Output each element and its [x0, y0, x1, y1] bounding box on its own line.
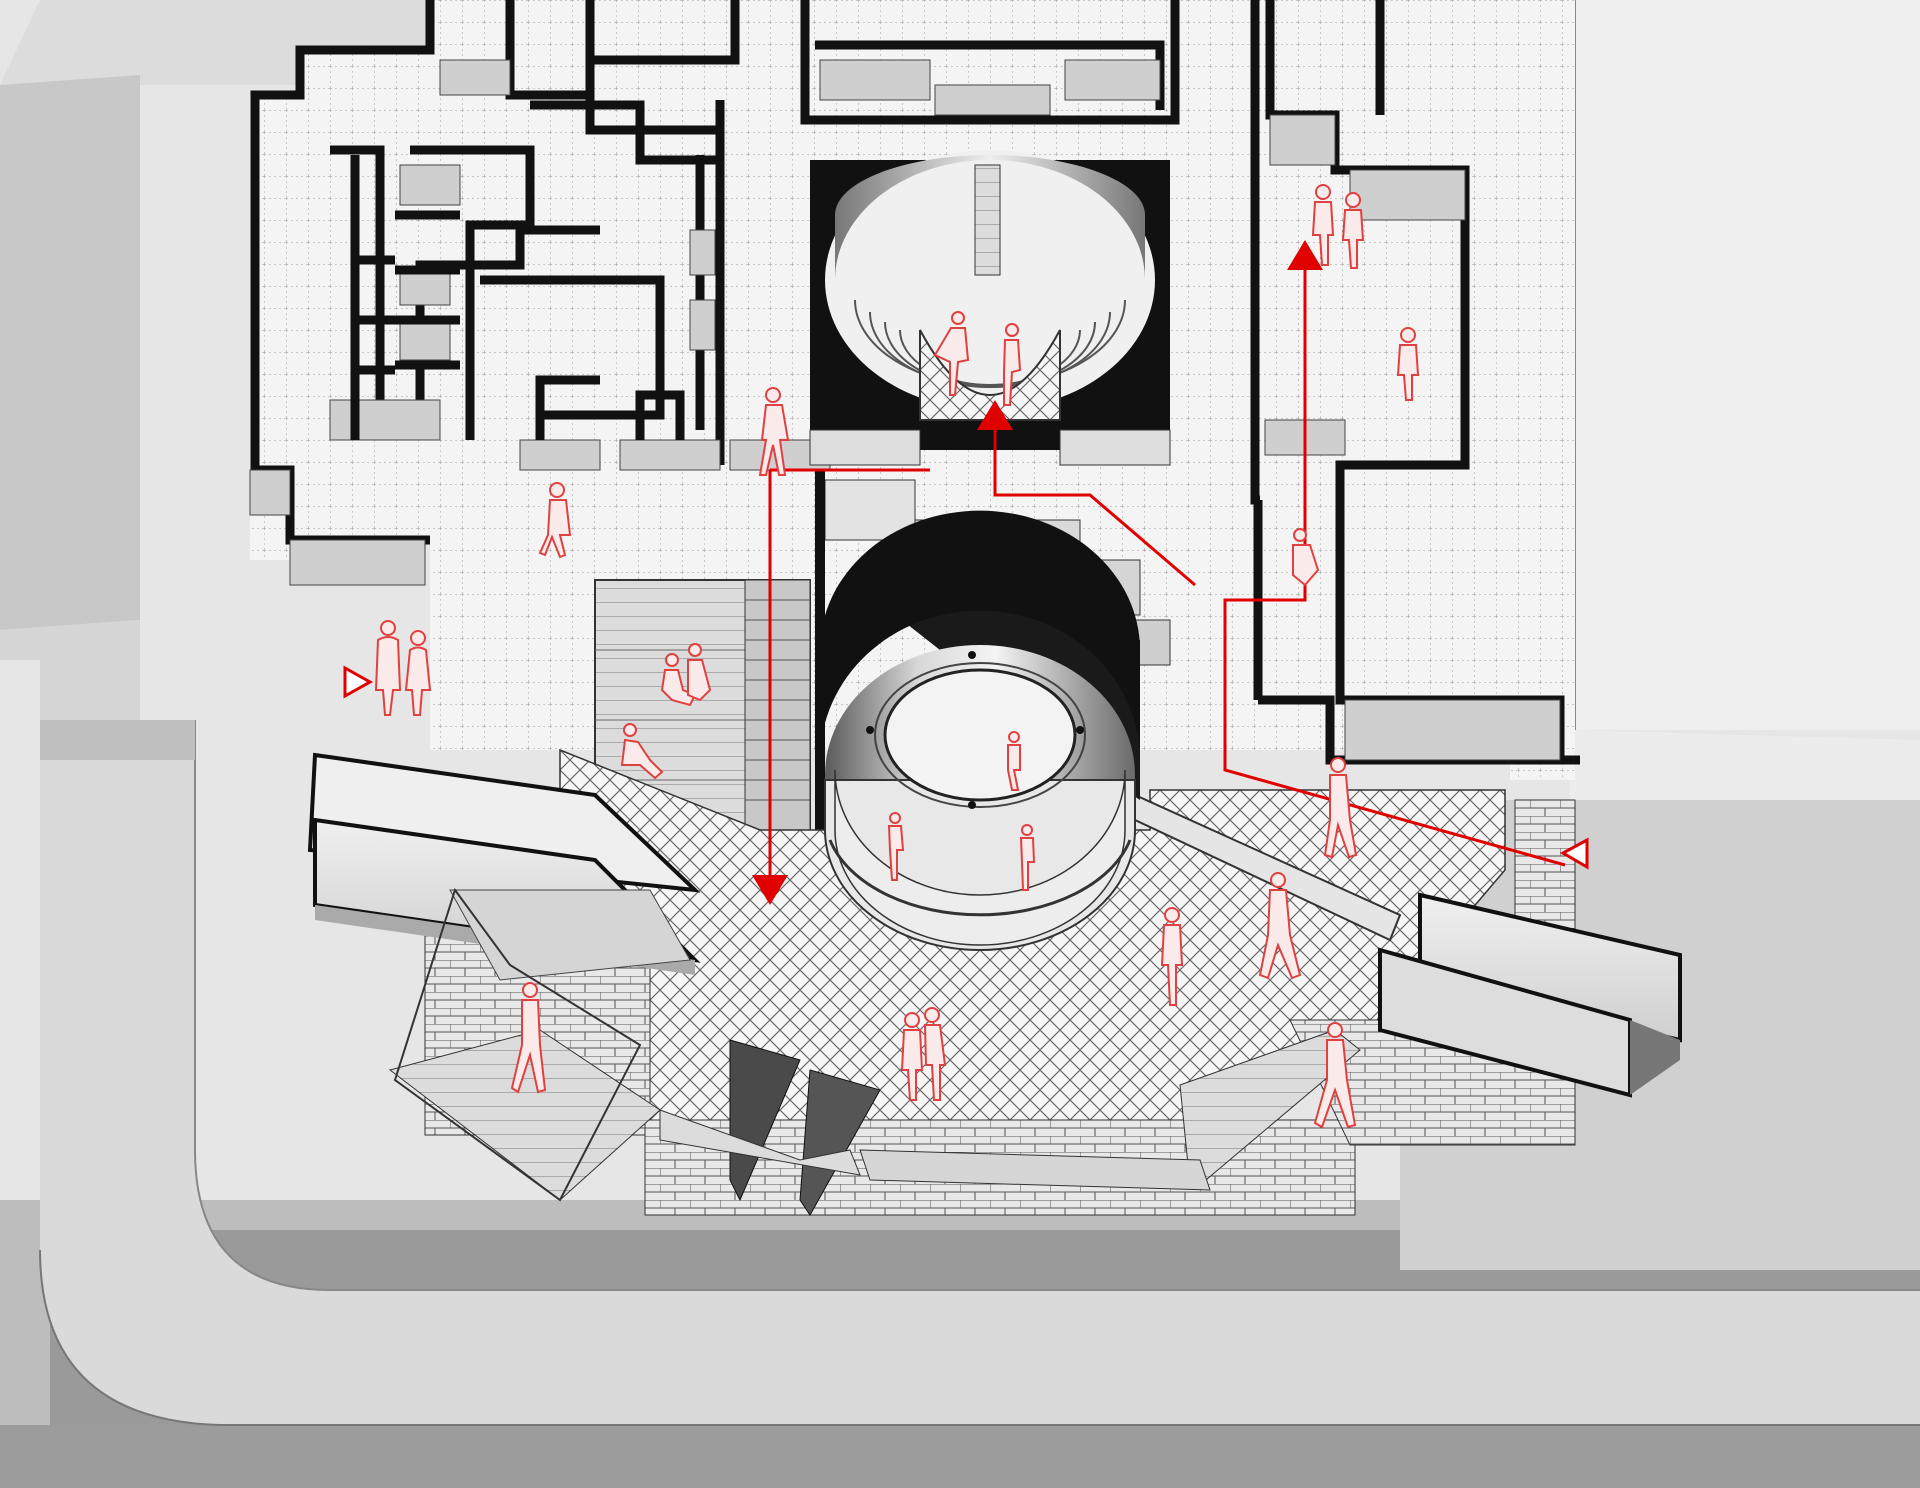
pedestrian-figures	[374, 184, 1420, 1129]
entrance-markers	[343, 665, 1589, 870]
neighbouring-buildings	[0, 0, 1576, 760]
sunken-amphitheater	[809, 150, 1171, 466]
cylindrical-pavilion	[820, 510, 1140, 951]
figures-east-lane	[1292, 184, 1420, 859]
entrance-marker-west	[343, 665, 374, 699]
figures-plaza	[510, 872, 1357, 1129]
entrance-marker-east	[1559, 837, 1589, 870]
figures-amphitheater	[933, 311, 1022, 406]
route-down-to-plaza	[770, 468, 930, 890]
figure-pair-entrance	[374, 620, 432, 716]
ramp-west	[307, 752, 881, 1216]
ramp-east	[859, 793, 1682, 1191]
route-to-amphitheater	[977, 400, 1196, 587]
figure-walking-phone	[758, 387, 790, 476]
figure-walking-upper	[538, 482, 572, 559]
figures-seated-stairs	[620, 643, 712, 780]
figures-pavilion	[887, 731, 1036, 891]
street-corner	[0, 720, 1920, 1488]
